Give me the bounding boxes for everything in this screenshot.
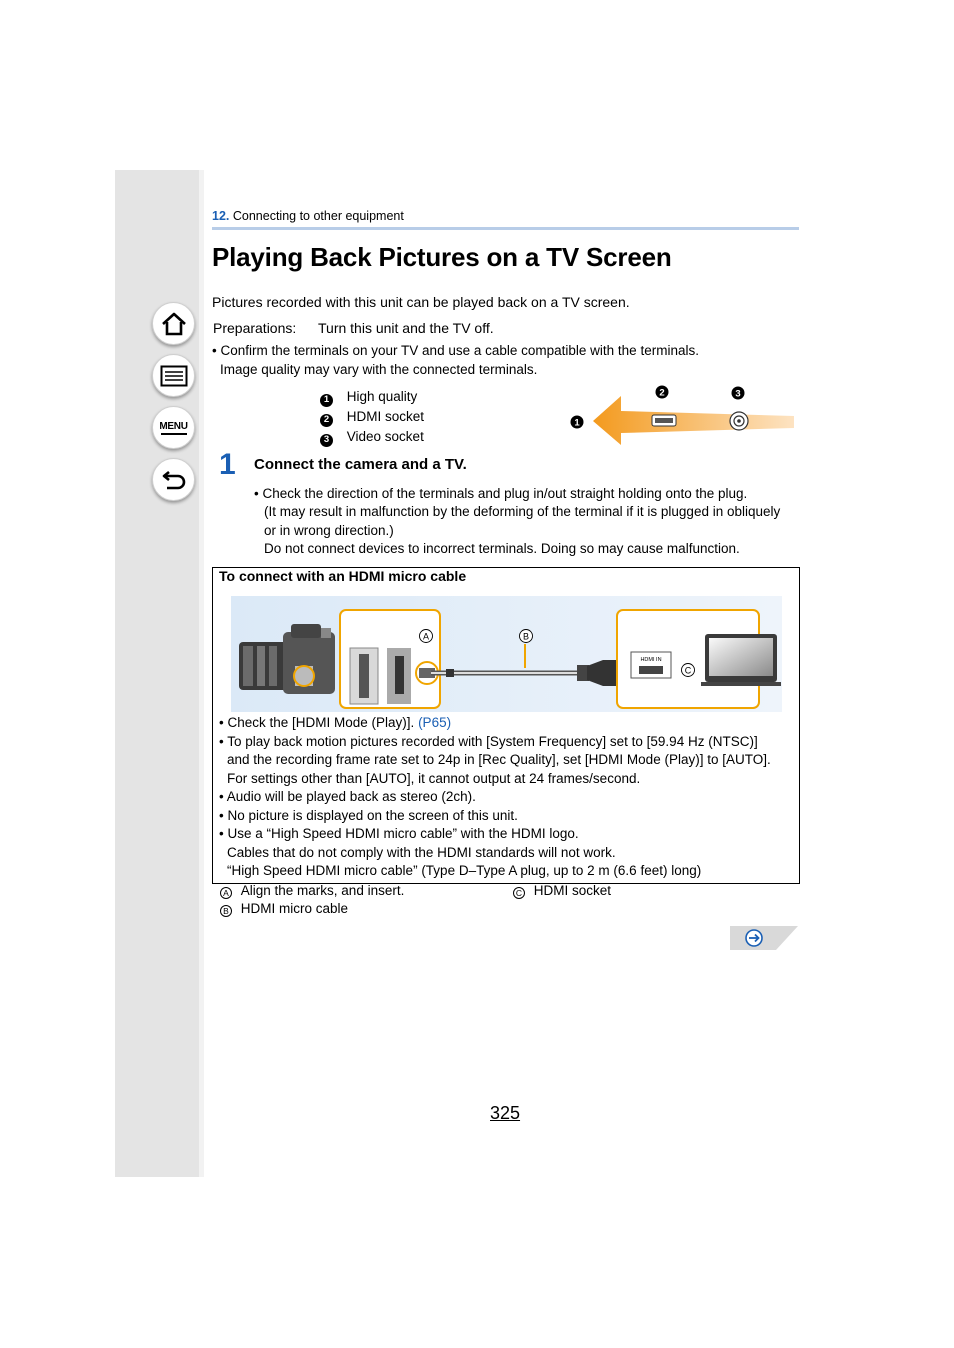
caption-c-marker: C <box>513 887 525 900</box>
note-line-2: Image quality may vary with the connecte… <box>220 362 538 377</box>
caption-b: B HDMI micro cable <box>220 900 348 919</box>
hdmi-connection-box <box>212 567 800 884</box>
hdmi-bullet: • Use a “High Speed HDMI micro cable” wi… <box>219 826 579 841</box>
label-b-icon: B <box>519 629 533 643</box>
step-line: (It may result in malfunction by the def… <box>264 504 781 519</box>
hdmi-bullet: and the recording frame rate set to 24p … <box>227 752 771 767</box>
hdmi-bullet: • To play back motion pictures recorded … <box>219 734 758 749</box>
page-title: Playing Back Pictures on a TV Screen <box>212 242 672 272</box>
page-number: 325 <box>490 1103 521 1123</box>
step-line: Do not connect devices to incorrect term… <box>264 541 740 556</box>
hdmi-connection-diagram: HDMI IN A B C <box>231 596 782 712</box>
hdmi-bullet: “High Speed HDMI micro cable” (Type D–Ty… <box>227 863 702 878</box>
contents-button[interactable] <box>152 354 195 397</box>
label-a-icon: A <box>419 629 433 643</box>
caption-c: C HDMI socket <box>513 882 611 901</box>
marker-1: 1 <box>320 393 333 407</box>
caption-b-marker: B <box>220 905 232 918</box>
tv-closeup: HDMI IN <box>616 609 781 709</box>
quality-arrow-diagram: 1 2 3 <box>570 385 794 445</box>
back-arrow-icon <box>162 470 185 489</box>
arrow-right-icon <box>745 929 763 947</box>
step-line: • Check the direction of the terminals a… <box>254 486 748 501</box>
hdmi-check-line: • Check the [HDMI Mode (Play)]. (P65) <box>219 714 451 733</box>
port-highlight <box>293 665 315 687</box>
legend-label: High quality <box>346 389 418 404</box>
step-line: or in wrong direction.) <box>264 523 394 538</box>
legend-label: Video socket <box>346 429 424 444</box>
intro-text: Pictures recorded with this unit can be … <box>212 294 630 310</box>
caption-a: A Align the marks, and insert. <box>220 882 404 901</box>
hdmi-bullet: For settings other than [AUTO], it canno… <box>227 771 641 786</box>
marker-2: 2 <box>320 413 333 427</box>
marker-1-icon: 1 <box>570 415 584 429</box>
hdmi-socket-icon <box>651 414 677 427</box>
marker-3-text: 3 <box>735 389 740 400</box>
preparations-label: Preparations: <box>213 320 297 336</box>
hdmi-check-text: • Check the [HDMI Mode (Play)]. <box>219 715 415 730</box>
step-number: 1 <box>219 448 236 481</box>
quality-arrow <box>593 396 794 445</box>
marker-3-icon: 3 <box>731 386 745 400</box>
step-title: Connect the camera and a TV. <box>254 456 467 473</box>
caption-a-text: Align the marks, and insert. <box>240 883 405 898</box>
camera-illustration <box>239 624 335 694</box>
back-button[interactable] <box>152 458 195 501</box>
list-icon <box>160 365 187 386</box>
label-c-text: C <box>685 665 692 675</box>
caption-b-text: HDMI micro cable <box>240 901 349 916</box>
video-socket-icon <box>729 411 749 431</box>
tv-icon <box>701 634 781 686</box>
hdmi-bullet: Cables that do not comply with the HDMI … <box>227 845 616 860</box>
legend-label: HDMI socket <box>346 409 425 424</box>
chapter-number: 12. <box>212 209 230 223</box>
header-rule <box>212 227 799 230</box>
page-link-p65[interactable]: (P65) <box>418 715 452 730</box>
note-line-1: • Confirm the terminals on your TV and u… <box>212 343 699 358</box>
sidebar-edge <box>199 170 204 1177</box>
legend-item: 2 HDMI socket <box>320 408 424 427</box>
label-a-text: A <box>423 631 429 641</box>
legend-item: 3 Video socket <box>320 428 424 447</box>
home-button[interactable] <box>152 302 195 345</box>
menu-label: MENU <box>159 420 188 432</box>
hdmi-cable <box>431 644 623 686</box>
menu-button[interactable]: MENU <box>152 406 195 449</box>
marker-1-text: 1 <box>574 418 580 429</box>
marker-2-text: 2 <box>659 388 664 399</box>
home-icon <box>161 312 186 335</box>
chapter-title: Connecting to other equipment <box>232 209 404 223</box>
legend-item: 1 High quality <box>320 388 417 407</box>
hdmi-box-title: To connect with an HDMI micro cable <box>219 568 467 584</box>
preparations-text: Turn this unit and the TV off. <box>318 320 494 336</box>
port-closeup <box>339 609 441 709</box>
hdmi-bullet: • No picture is displayed on the screen … <box>219 808 518 823</box>
label-c-icon: C <box>681 663 695 677</box>
hdmi-in-label: HDMI IN <box>640 657 661 663</box>
marker-3: 3 <box>320 433 333 447</box>
marker-2-icon: 2 <box>655 385 669 399</box>
label-b-text: B <box>523 631 529 641</box>
menu-underline <box>160 432 187 435</box>
hdmi-bullet: • Audio will be played back as stereo (2… <box>219 789 476 804</box>
caption-a-marker: A <box>220 887 232 900</box>
breadcrumb: 12. Connecting to other equipment <box>212 209 404 223</box>
next-page-button[interactable] <box>730 926 798 950</box>
caption-c-text: HDMI socket <box>533 883 612 898</box>
